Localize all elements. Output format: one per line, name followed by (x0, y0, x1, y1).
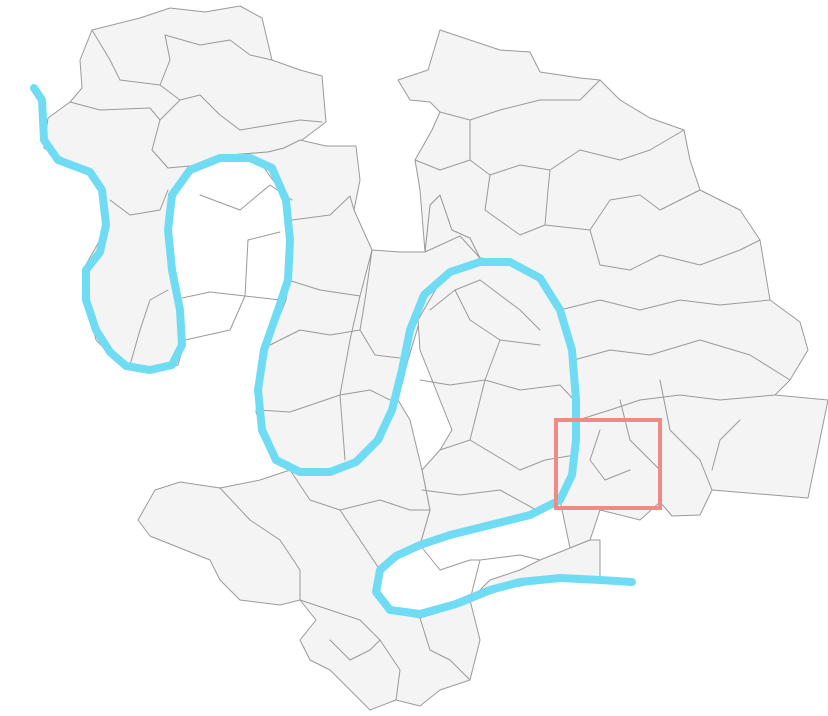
boundary-line (269, 329, 401, 359)
boundary-line (429, 289, 541, 346)
boundary-line (484, 169, 551, 236)
boundary-line (469, 554, 541, 601)
boundary-line (164, 34, 273, 61)
boundary-line (589, 429, 631, 481)
boundary-line (559, 299, 771, 311)
boundary-line (299, 599, 401, 701)
highlight-box (554, 418, 662, 510)
boundary-line (454, 279, 541, 331)
boundary-line (359, 249, 373, 331)
boundary-line (109, 189, 169, 216)
boundary-line (339, 295, 361, 396)
boundary-line (419, 544, 481, 571)
boundary-line (469, 439, 576, 471)
boundary-line (424, 235, 481, 259)
boundary-line (339, 499, 431, 511)
boundary-line (414, 159, 471, 171)
boundary-line (573, 339, 791, 381)
boundary-line (287, 249, 373, 297)
boundary-line (181, 291, 281, 301)
boundary-line (711, 419, 741, 471)
boundary-line (329, 639, 381, 661)
boundary-line (291, 195, 355, 221)
boundary-line (129, 289, 169, 366)
boundary-line (339, 394, 346, 461)
boundary-line (159, 84, 323, 131)
boundary-line (91, 29, 171, 86)
boundary-line (219, 487, 301, 601)
boundary-line (419, 617, 471, 681)
boundary-line (419, 339, 501, 386)
river (30, 84, 636, 618)
district-boundaries (69, 29, 791, 701)
boundary-line (69, 101, 161, 121)
boundary-line (659, 379, 713, 491)
boundary-line (577, 394, 776, 421)
boundary-line (421, 489, 541, 513)
boundary-line (544, 189, 701, 231)
boundary-line (151, 99, 201, 169)
boundary-line (484, 379, 575, 401)
boundary-line (619, 399, 661, 471)
boundary-line (184, 231, 281, 341)
boundary-line (589, 229, 761, 271)
district-north-east[interactable] (397, 29, 828, 549)
boundary-line (439, 79, 601, 121)
